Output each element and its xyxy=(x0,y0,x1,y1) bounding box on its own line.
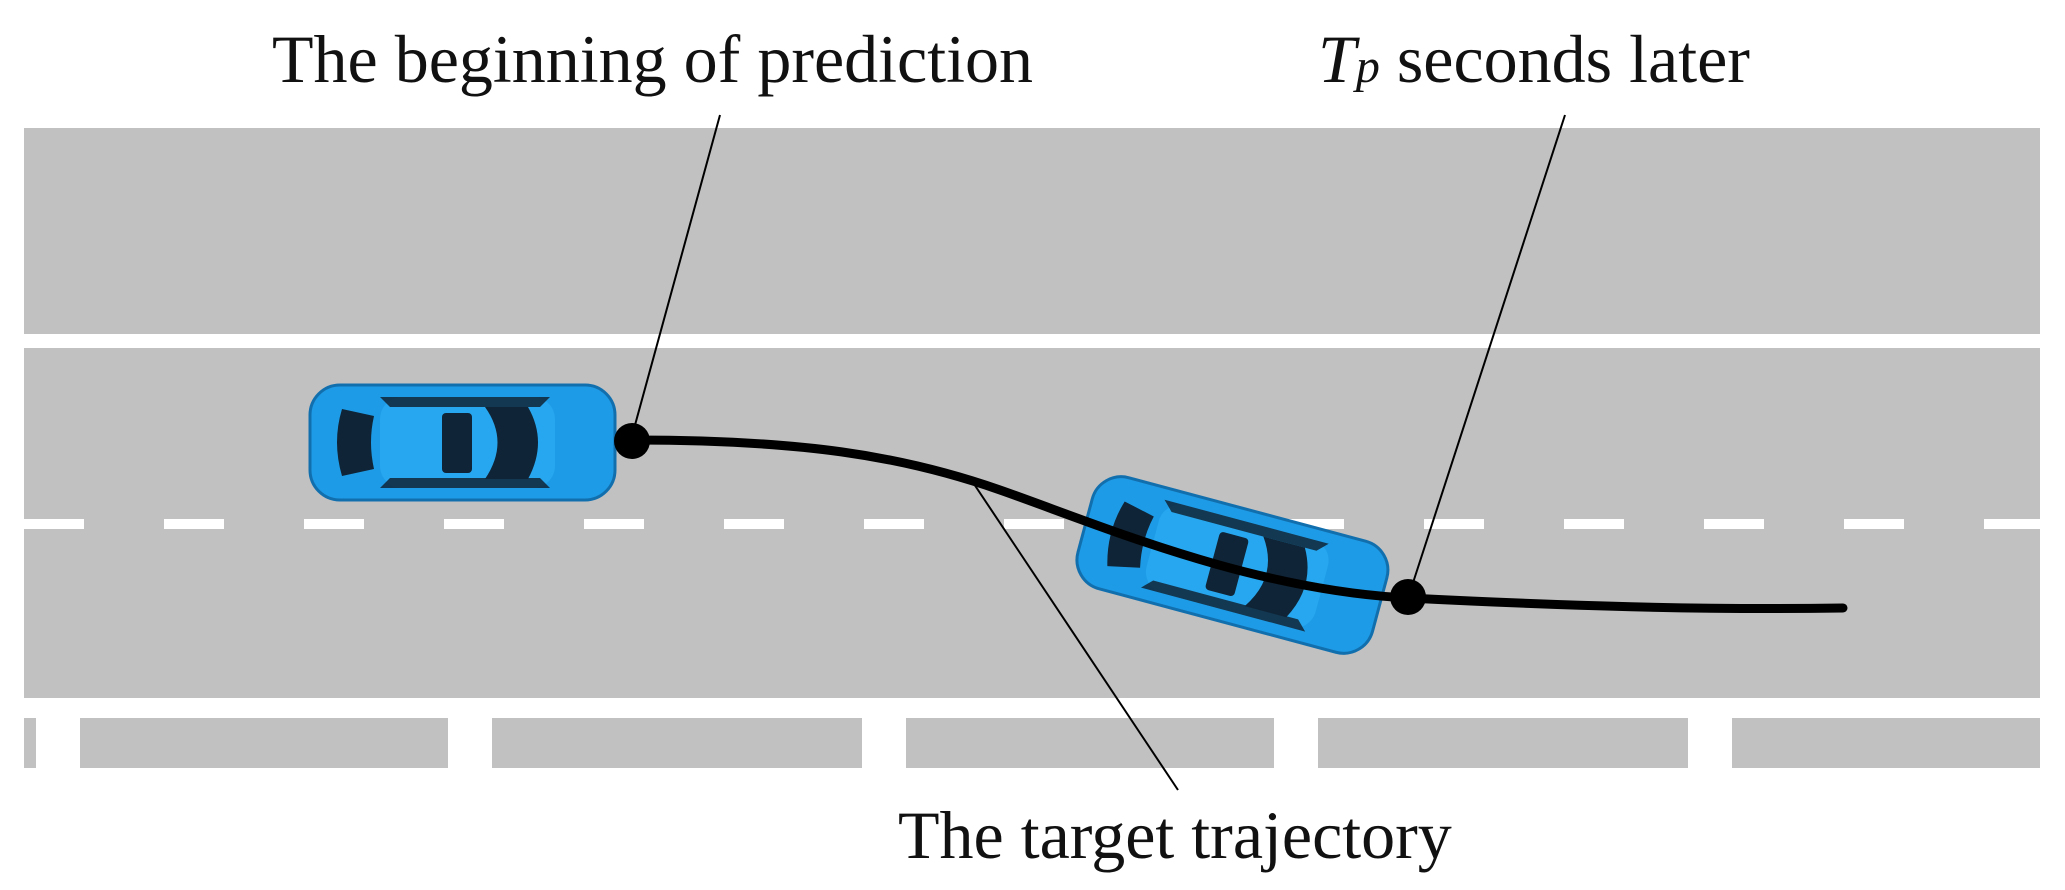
later-label: Tp seconds later xyxy=(1318,21,1750,97)
later-text: seconds later xyxy=(1380,21,1750,97)
target-trajectory xyxy=(627,435,1848,614)
car-side-window-top xyxy=(1164,499,1329,551)
car-start xyxy=(308,383,617,502)
later-subscript: p xyxy=(1353,40,1380,93)
car-side-window-bottom xyxy=(1140,580,1306,632)
start-point-marker xyxy=(614,423,650,459)
later-symbol: T xyxy=(1318,21,1360,97)
start-label: The beginning of prediction xyxy=(272,21,1033,97)
later-leader-line xyxy=(1409,114,1566,593)
car-side-window-bottom xyxy=(380,478,550,488)
car-rear-window xyxy=(337,409,374,476)
car-windshield xyxy=(485,407,538,479)
start-leader-line xyxy=(631,114,721,437)
road-edge-line xyxy=(24,698,2040,718)
car-side-window-top xyxy=(380,397,550,407)
trajectory-leader-line xyxy=(969,477,1179,791)
car-sunroof xyxy=(442,413,472,473)
road-shoulder xyxy=(24,718,2040,768)
solid-lane-line xyxy=(24,334,2040,348)
trajectory-label: The target trajectory xyxy=(898,797,1452,873)
shoulder-gaps xyxy=(36,718,1732,768)
later-point-marker xyxy=(1390,579,1426,615)
